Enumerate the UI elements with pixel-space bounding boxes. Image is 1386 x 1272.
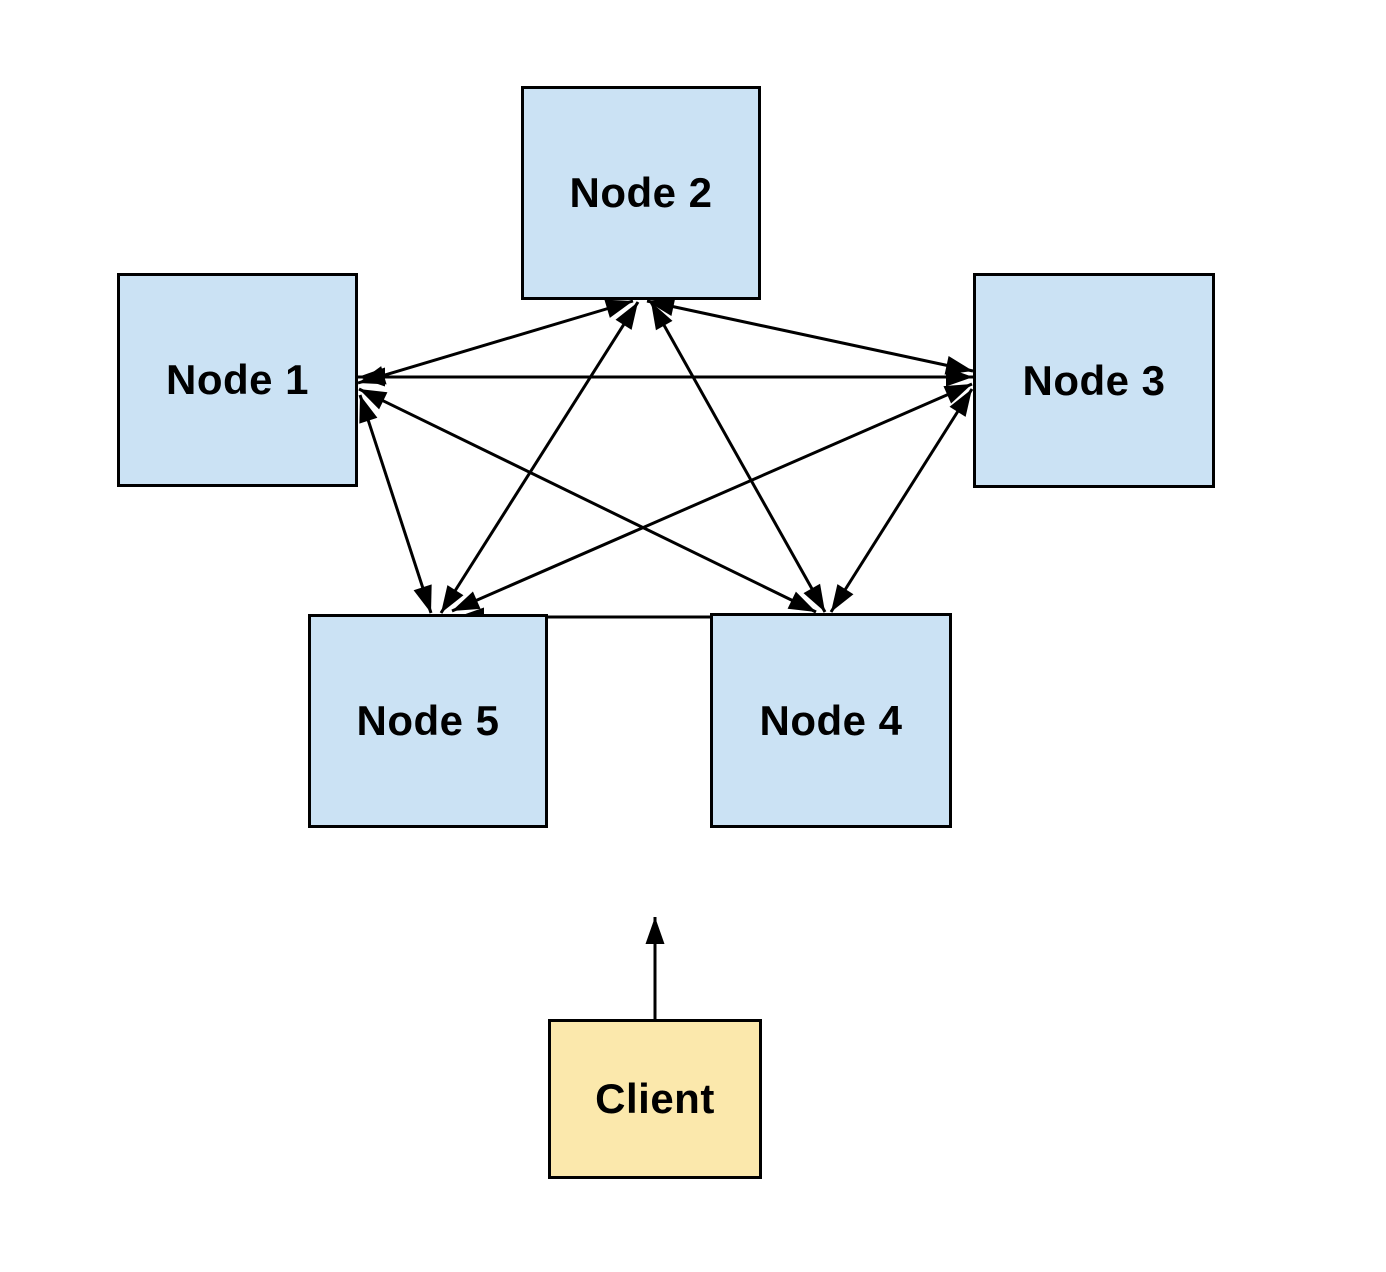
edge-client-request [645,917,665,1019]
edge-line-node2-node5 [439,301,640,614]
arrowhead-icon [803,583,825,612]
edge-node1-node3 [358,367,973,387]
edge-line-node3-node5 [451,382,973,613]
arrowhead-icon [604,299,633,318]
edge-node2-node5 [439,301,640,614]
arrowhead-icon [615,302,638,330]
edge-line-node3-node4 [829,388,974,613]
edge-line-node1-node5 [358,394,433,614]
arrowhead-icon [359,389,388,410]
arrowhead-icon [944,356,973,375]
arrowhead-icon [359,395,378,424]
arrowhead-icon [943,384,972,404]
edge-node1-node4 [358,387,817,614]
edge-node1-node5 [358,394,433,614]
arrowhead-icon [651,302,673,331]
edge-node1-node2 [357,299,634,385]
edge-line-node1-node4 [358,387,817,614]
edge-line-node2-node4 [649,301,827,613]
edge-node4-node5 [457,607,710,627]
arrowhead-icon [358,367,385,387]
arrowhead-icon [647,297,676,316]
edge-node3-node4 [829,388,974,613]
arrowhead-icon [413,584,432,613]
edge-node2-node3 [646,297,974,375]
arrowhead-icon [949,389,972,417]
edge-node3-node5 [451,382,973,613]
arrowhead-icon [831,584,854,612]
edge-line-node1-node2 [357,299,634,385]
arrowhead-icon [441,585,464,613]
arrowhead-icon [645,917,665,944]
arrowhead-icon [452,591,481,611]
arrowhead-icon [787,591,816,612]
arrowhead-icon [457,607,484,627]
edge-node2-node4 [649,301,827,613]
edge-line-node2-node3 [646,299,974,373]
